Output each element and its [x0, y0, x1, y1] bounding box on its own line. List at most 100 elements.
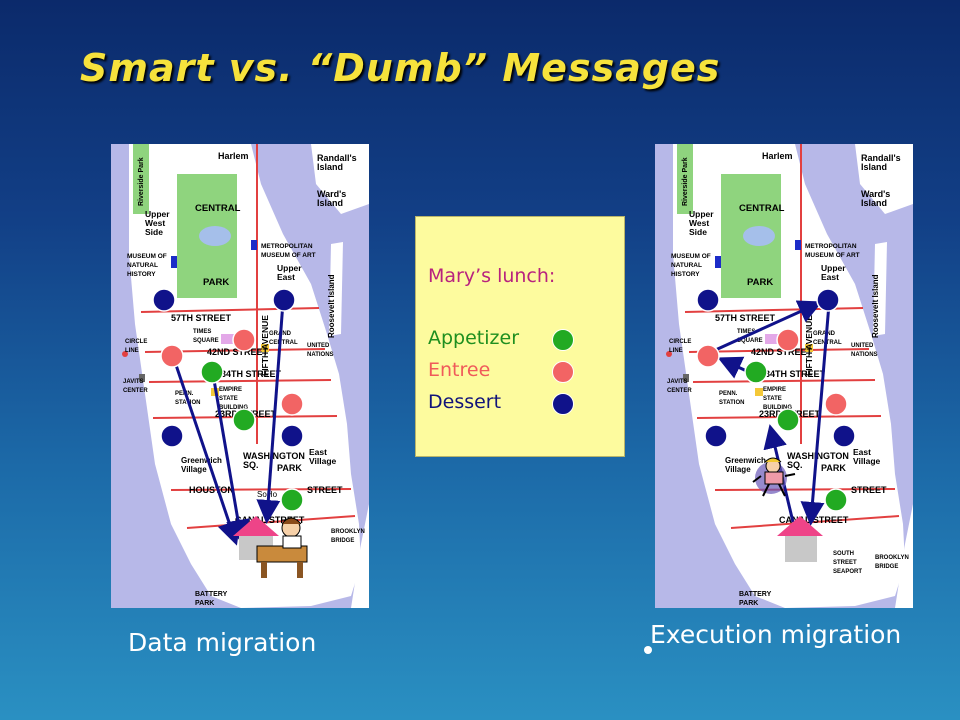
caption-execution-migration: Execution migration: [650, 620, 902, 649]
label-times-square: TIMES SQUARE: [737, 329, 763, 344]
blue-dot: [152, 288, 176, 312]
label-randalls: Randall's Island: [317, 153, 357, 172]
label-empire: EMPIRE STATE BUILDING: [219, 387, 248, 411]
label-soho: SoHo: [257, 490, 278, 499]
running-person-icon: [752, 457, 796, 497]
lunch-item-entree: Entree: [428, 359, 491, 381]
label-park: PARK: [747, 277, 774, 288]
green-dot: [776, 408, 800, 432]
blue-dot: [832, 424, 856, 448]
slide-title: Smart vs. “Dumb” Messages: [80, 46, 721, 90]
label-washington: WASHINGTON SQ.: [787, 451, 849, 470]
label-wards: Ward's Island: [317, 189, 347, 208]
label-javits: JAVITS CENTER: [667, 379, 692, 394]
label-circle-line: CIRCLE LINE: [669, 339, 692, 354]
label-upper-west: Upper West Side: [689, 209, 714, 237]
label-metropolitan: METROPOLITAN MUSEUM OF ART: [805, 243, 860, 259]
label-seaport: SOUTH STREET SEAPORT: [833, 551, 863, 575]
green-dot: [200, 360, 224, 384]
blue-dot: [272, 288, 296, 312]
lunch-heading: Mary’s lunch:: [428, 265, 556, 287]
label-park-2: PARK: [277, 463, 302, 473]
person-at-desk-icon: [256, 517, 308, 578]
green-dot: [824, 488, 848, 512]
migration-overlay: [152, 288, 308, 578]
green-dot: [744, 360, 768, 384]
label-park-2: PARK: [821, 463, 846, 473]
bullet-dot: [644, 646, 652, 654]
label-central: CENTRAL: [739, 203, 785, 214]
lunch-item-dessert: Dessert: [428, 391, 502, 413]
label-brooklyn: BROOKLYN BRIDGE: [331, 529, 365, 544]
label-canal: CANAL STREET: [779, 515, 849, 525]
label-penn: PENN. STATION: [719, 391, 745, 406]
label-east-village: East Village: [853, 447, 881, 466]
label-united-nations: UNITED NATIONS: [851, 343, 878, 358]
label-museum-natural: MUSEUM OF NATURAL HISTORY: [671, 253, 711, 278]
label-greenwich: Greenwich Village: [181, 456, 222, 474]
label-23rd: 23RD STREET: [759, 409, 821, 419]
manhattan-map-data-migration: Harlem Riverside Park Randall's Island W…: [111, 144, 369, 608]
label-washington: WASHINGTON SQ.: [243, 451, 305, 470]
label-united-nations: UNITED NATIONS: [307, 343, 334, 358]
manhattan-map-execution-migration: Harlem Riverside Park Randall's Island W…: [655, 144, 913, 608]
red-dot: [280, 392, 304, 416]
arrow-green-to-house: [211, 373, 250, 544]
lunch-card: Mary’s lunch: Appetizer Entree Dessert: [415, 216, 625, 457]
label-harlem: Harlem: [218, 151, 249, 161]
label-museum-natural: MUSEUM OF NATURAL HISTORY: [127, 253, 167, 278]
label-34th: 34TH STREET: [765, 369, 826, 379]
blue-dot: [704, 424, 728, 448]
label-grand-central: GRAND CENTRAL: [813, 331, 842, 346]
label-east-village: East Village: [309, 447, 337, 466]
label-street: STREET: [307, 485, 343, 495]
label-42nd: 42ND STREET: [751, 347, 813, 357]
label-street: STREET: [851, 485, 887, 495]
red-dot: [776, 328, 800, 352]
label-empire: EMPIRE STATE BUILDING: [763, 387, 792, 411]
label-34th: 34TH STREET: [221, 369, 282, 379]
label-houston: HOUSTON: [189, 485, 234, 495]
green-dot: [280, 488, 304, 512]
label-23rd: 23RD STREET: [215, 409, 277, 419]
arrow-blue-to-house: [800, 303, 831, 526]
red-dot: [232, 328, 256, 352]
label-upper-east: Upper East: [277, 263, 302, 282]
red-dot: [824, 392, 848, 416]
label-central: CENTRAL: [195, 203, 241, 214]
blue-dot: [696, 288, 720, 312]
blue-dot: [816, 288, 840, 312]
entree-dot: [552, 361, 574, 383]
red-dot: [160, 344, 184, 368]
label-upper-east: Upper East: [821, 263, 846, 282]
green-dot: [232, 408, 256, 432]
blue-dot: [280, 424, 304, 448]
label-battery: BATTERY PARK: [195, 591, 228, 607]
label-times-square: TIMES SQUARE: [193, 329, 219, 344]
house-icon: [777, 516, 823, 562]
label-battery: BATTERY PARK: [739, 591, 772, 607]
label-metropolitan: METROPOLITAN MUSEUM OF ART: [261, 243, 316, 259]
label-57th: 57TH STREET: [171, 313, 232, 323]
label-javits: JAVITS CENTER: [123, 379, 148, 394]
dessert-dot: [552, 393, 574, 415]
label-randalls: Randall's Island: [861, 153, 901, 172]
label-brooklyn: BROOKLYN BRIDGE: [875, 555, 909, 570]
red-dot: [696, 344, 720, 368]
arrow-blue-to-house: [256, 301, 285, 524]
caption-data-migration: Data migration: [128, 628, 317, 657]
label-greenwich: Greenwich Village: [725, 456, 766, 474]
map-graphic: [666, 144, 913, 608]
label-harlem: Harlem: [762, 151, 793, 161]
arrow-red-to-house: [171, 355, 241, 546]
appetizer-dot: [552, 329, 574, 351]
arrow-red-to-blue: [710, 300, 823, 354]
label-park: PARK: [203, 277, 230, 288]
label-wards: Ward's Island: [861, 189, 891, 208]
label-upper-west: Upper West Side: [145, 209, 170, 237]
label-57th: 57TH STREET: [715, 313, 776, 323]
migration-overlay: [696, 288, 856, 562]
label-circle-line: CIRCLE LINE: [125, 339, 148, 354]
label-42nd: 42ND STREET: [207, 347, 269, 357]
blue-dot: [160, 424, 184, 448]
